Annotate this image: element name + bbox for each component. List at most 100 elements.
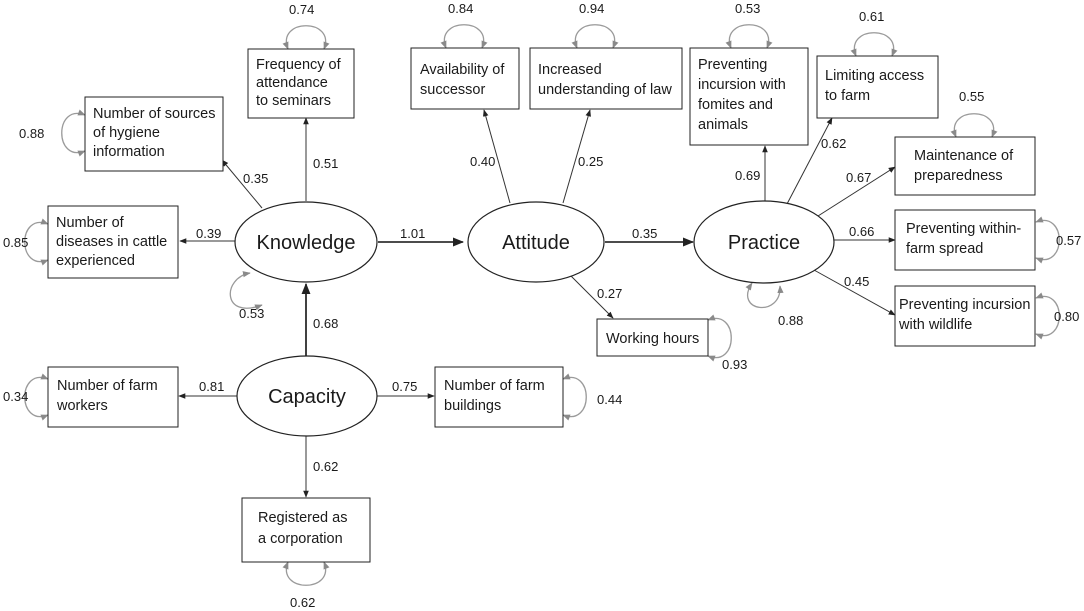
loop-knowledge (229, 271, 263, 311)
indicator-hygiene-sources: Number of sources of hygiene information (84, 96, 224, 172)
residual-variance-labels: 0.74 0.84 0.94 0.53 0.61 0.55 0.88 0.85 … (3, 1, 1081, 610)
arrow-attitude-working-hours (569, 274, 614, 319)
indicator-diseases-line: diseases in cattle (56, 234, 167, 250)
indicator-wildlife-line: with wildlife (898, 317, 972, 333)
indicator-wildlife-line: Preventing incursion (899, 297, 1030, 313)
coef-capacity-knowledge: 0.68 (313, 316, 338, 331)
coef-attitude-working-hours: 0.27 (597, 286, 622, 301)
indicator-diseases-line: Number of (56, 215, 125, 231)
indicator-corporation-line: Registered as (258, 510, 347, 526)
coef-practice-preparedness: 0.67 (846, 170, 871, 185)
indicator-fomites: Preventing incursion with fomites and an… (689, 47, 809, 146)
coef-attitude-successor: 0.40 (470, 154, 495, 169)
indicator-preparedness: Maintenance of preparedness (894, 136, 1036, 196)
arrow-practice-wildlife (813, 269, 896, 316)
indicator-preparedness-line: preparedness (914, 168, 1003, 184)
latent-capacity: Capacity (236, 355, 378, 437)
residual-knowledge: 0.53 (239, 306, 264, 321)
residual-seminars: 0.74 (289, 2, 314, 17)
indicator-hygiene-line: information (93, 144, 165, 160)
indicator-hygiene-line: Number of sources (93, 106, 216, 122)
loop-wildlife (1035, 292, 1060, 340)
indicator-farm-workers-line: workers (56, 398, 108, 414)
residual-within-farm: 0.57 (1056, 233, 1081, 248)
coef-capacity-farm-buildings: 0.75 (392, 379, 417, 394)
latent-practice: Practice (693, 200, 835, 284)
arrow-practice-farm-access (786, 117, 833, 205)
path-coefficient-labels: 1.01 0.35 0.68 0.51 0.35 0.39 0.40 0.25 … (196, 136, 874, 474)
residual-fomites: 0.53 (735, 1, 760, 16)
residual-corporation: 0.62 (290, 595, 315, 610)
indicator-fomites-line: incursion with (698, 77, 786, 93)
loop-successor (440, 24, 488, 49)
indicator-successor: Availability of successor (410, 47, 520, 110)
indicator-preparedness-line: Maintenance of (914, 148, 1014, 164)
indicator-within-farm-line: Preventing within- (906, 221, 1021, 237)
coef-practice-fomites: 0.69 (735, 168, 760, 183)
coef-knowledge-diseases: 0.39 (196, 226, 221, 241)
coef-practice-farm-access: 0.62 (821, 136, 846, 151)
residual-farm-access: 0.61 (859, 9, 884, 24)
indicator-law-line: understanding of law (538, 82, 672, 98)
indicator-working-hours-line: Working hours (606, 331, 699, 347)
indicator-seminars-line: Frequency of (256, 57, 342, 73)
residual-working-hours: 0.93 (722, 357, 747, 372)
indicator-successor-line: successor (420, 82, 485, 98)
indicator-seminars-line: to seminars (256, 93, 331, 109)
latent-attitude-label: Attitude (502, 232, 570, 254)
indicator-law: Increased understanding of law (529, 47, 683, 110)
loop-farm-buildings (562, 373, 587, 421)
coef-knowledge-attitude: 1.01 (400, 226, 425, 241)
loop-seminars (282, 25, 330, 50)
path-arrows (178, 109, 896, 498)
indicator-fomites-line: Preventing (698, 57, 767, 73)
coef-capacity-farm-workers: 0.81 (199, 379, 224, 394)
residual-diseases: 0.85 (3, 235, 28, 250)
latent-knowledge: Knowledge (234, 201, 378, 283)
residual-farm-buildings: 0.44 (597, 392, 622, 407)
coef-knowledge-hygiene: 0.35 (243, 171, 268, 186)
residual-successor: 0.84 (448, 1, 473, 16)
loop-practice (745, 282, 784, 309)
loop-preparedness (950, 113, 998, 138)
indicator-law-line: Increased (538, 62, 602, 78)
coef-practice-within-farm: 0.66 (849, 224, 874, 239)
indicator-fomites-line: fomites and (698, 97, 773, 113)
indicator-working-hours: Working hours (596, 318, 709, 357)
residual-preparedness: 0.55 (959, 89, 984, 104)
arrow-knowledge-hygiene (221, 159, 263, 209)
indicator-seminars-line: attendance (256, 75, 328, 91)
indicator-diseases-line: experienced (56, 253, 135, 269)
indicator-corporation: Registered as a corporation (241, 497, 371, 563)
residual-law: 0.94 (579, 1, 604, 16)
latent-attitude: Attitude (467, 201, 605, 283)
latent-knowledge-label: Knowledge (257, 232, 356, 254)
loop-farm-access (850, 32, 898, 57)
indicator-farm-buildings-line: buildings (444, 398, 501, 414)
indicator-farm-buildings-line: Number of farm (444, 378, 545, 394)
loop-within-farm (1035, 216, 1060, 264)
indicator-within-farm-line: farm spread (906, 241, 983, 257)
coef-knowledge-seminars: 0.51 (313, 156, 338, 171)
latent-capacity-label: Capacity (268, 386, 346, 408)
loop-working-hours (707, 314, 732, 362)
loop-fomites (725, 24, 773, 49)
coef-practice-wildlife: 0.45 (844, 274, 869, 289)
indicator-successor-line: Availability of (420, 62, 505, 78)
loop-diseases (24, 218, 49, 266)
coef-attitude-law: 0.25 (578, 154, 603, 169)
loop-corporation (282, 561, 330, 586)
residual-farm-workers: 0.34 (3, 389, 28, 404)
coef-attitude-practice: 0.35 (632, 226, 657, 241)
indicator-farm-buildings: Number of farm buildings (434, 366, 564, 428)
arrow-practice-preparedness (817, 166, 896, 217)
indicator-seminars: Frequency of attendance to seminars (247, 48, 355, 119)
coef-capacity-corporation: 0.62 (313, 459, 338, 474)
indicator-farm-workers-line: Number of farm (57, 378, 158, 394)
indicator-farm-access-line: to farm (825, 88, 870, 104)
indicator-diseases: Number of diseases in cattle experienced (47, 205, 179, 279)
latent-practice-label: Practice (728, 232, 800, 254)
residual-hygiene: 0.88 (19, 126, 44, 141)
loop-farm-workers (24, 373, 49, 421)
